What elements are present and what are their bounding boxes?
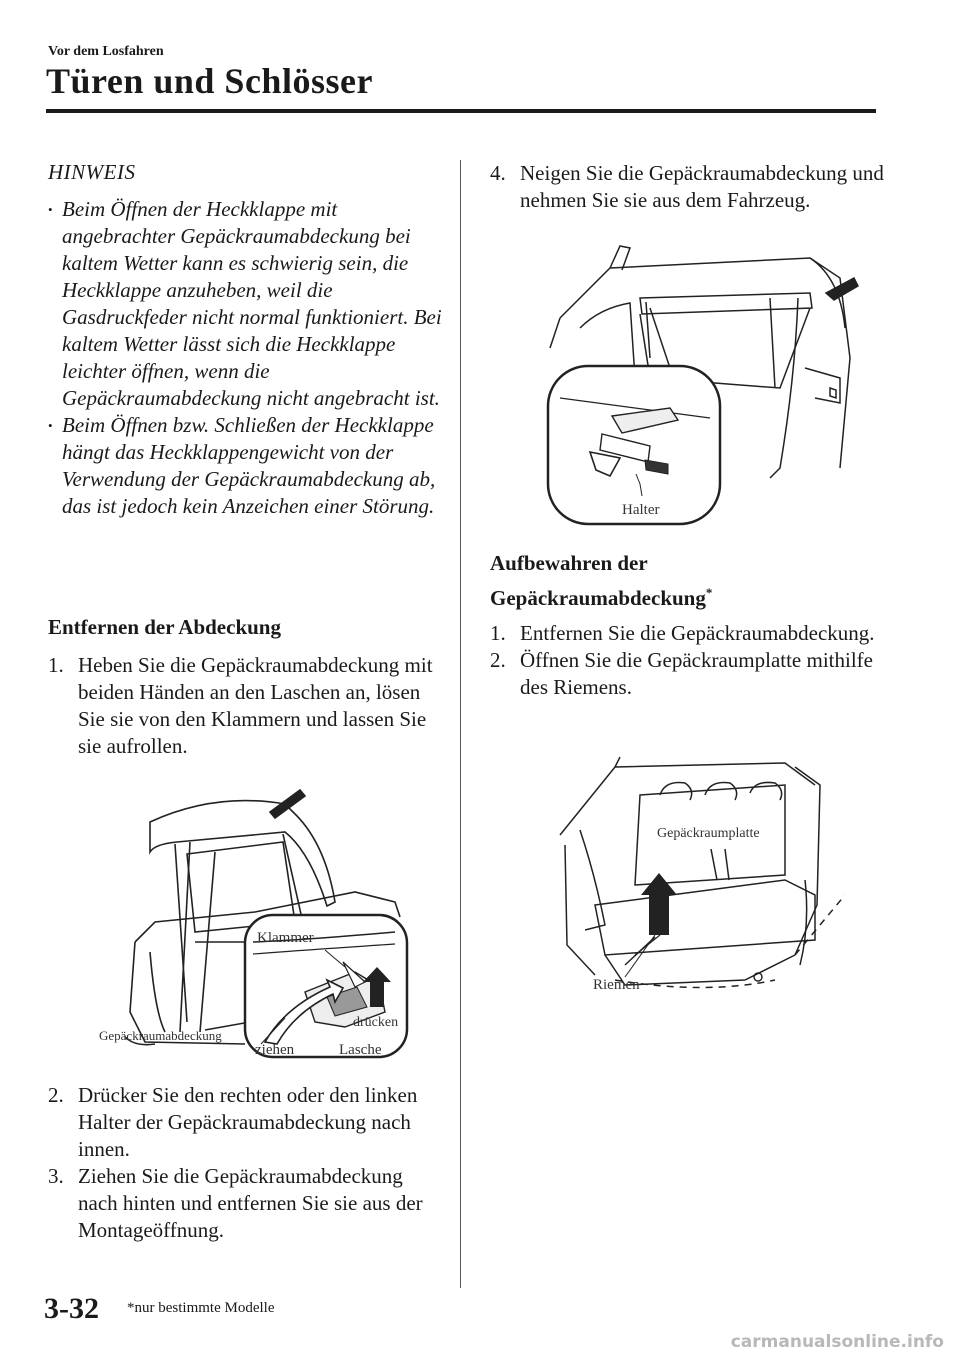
storage-heading-text: Gepäckraumabdeckung xyxy=(490,586,706,610)
step-number: 1. xyxy=(490,621,506,645)
step-text: Drücker Sie den rechten oder den linken … xyxy=(78,1083,418,1161)
note-list: Beim Öffnen der Heckklappe mit angebrach… xyxy=(48,196,443,520)
step-item: 3. Ziehen Sie die Gepäckraumabdeckung na… xyxy=(48,1163,443,1244)
removal-heading: Entfernen der Abdeckung xyxy=(48,615,281,639)
step-text: Öffnen Sie die Gepäckraumplatte mithilfe… xyxy=(520,648,873,699)
note-item: Beim Öffnen bzw. Schließen der Heckklapp… xyxy=(48,412,443,520)
note-heading: HINWEIS xyxy=(48,160,136,184)
step-number: 1. xyxy=(48,653,64,677)
step-item: 1. Entfernen Sie die Gepäckraumabdeckung… xyxy=(490,620,890,647)
storage-heading-line1: Aufbewahren der xyxy=(490,551,648,575)
note-item: Beim Öffnen der Heckklappe mit angebrach… xyxy=(48,196,443,412)
column-divider xyxy=(460,160,461,1288)
step-number: 2. xyxy=(490,648,506,672)
page-title: Türen und Schlösser xyxy=(46,61,373,101)
step-text: Ziehen Sie die Gepäckraumabdeckung nach … xyxy=(78,1164,423,1242)
watermark: carmanualsonline.info xyxy=(730,1332,944,1352)
label-gepaeckraumplatte: Gepäckraumplatte xyxy=(657,826,760,841)
step-number: 4. xyxy=(490,161,506,185)
label-gepaeckraumabdeckung: Gepäckraumabdeckung xyxy=(99,1028,222,1043)
step-item: 4. Neigen Sie die Gepäckraumabdeckung un… xyxy=(490,160,890,214)
step-item: 2. Drücker Sie den rechten oder den link… xyxy=(48,1082,443,1163)
figure-tailgate-clip: Klammer Gepäckraumabdeckung drücken zieh… xyxy=(95,782,415,1062)
step-item: 2. Öffnen Sie die Gepäckraumplatte mithi… xyxy=(490,647,890,701)
step-text: Heben Sie die Gepäckraumabdeckung mit be… xyxy=(78,653,433,758)
storage-steps: 1. Entfernen Sie die Gepäckraumabdeckung… xyxy=(490,620,890,701)
step-item: 1. Heben Sie die Gepäckraumabdeckung mit… xyxy=(48,652,443,760)
step-number: 3. xyxy=(48,1164,64,1188)
page-number: 3-32 xyxy=(44,1292,99,1325)
footnote-mark: * xyxy=(705,585,713,600)
step-text: Neigen Sie die Gepäckraumabdeckung und n… xyxy=(520,161,884,212)
removal-steps-b: 2. Drücker Sie den rechten oder den link… xyxy=(48,1082,443,1244)
removal-steps-a: 1. Heben Sie die Gepäckraumabdeckung mit… xyxy=(48,652,443,760)
storage-heading-line2: Gepäckraumabdeckung* xyxy=(490,578,712,613)
label-ziehen: ziehen xyxy=(255,1042,295,1058)
label-halter: Halter xyxy=(622,502,659,518)
section-label: Vor dem Losfahren xyxy=(48,44,164,59)
label-lasche: Lasche xyxy=(339,1042,382,1058)
figure-cover-holder: Halter xyxy=(540,238,870,528)
label-druecken: drücken xyxy=(353,1015,398,1030)
label-riemen: Riemen xyxy=(593,977,640,993)
figure-luggage-board: Gepäckraumplatte Riemen xyxy=(545,755,865,1000)
label-klammer: Klammer xyxy=(257,930,314,946)
removal-steps-c: 4. Neigen Sie die Gepäckraumabdeckung un… xyxy=(490,160,890,214)
title-rule xyxy=(46,109,876,113)
footnote: *nur bestimmte Modelle xyxy=(127,1300,275,1316)
step-number: 2. xyxy=(48,1083,64,1107)
step-text: Entfernen Sie die Gepäckraumabdeckung. xyxy=(520,621,875,645)
